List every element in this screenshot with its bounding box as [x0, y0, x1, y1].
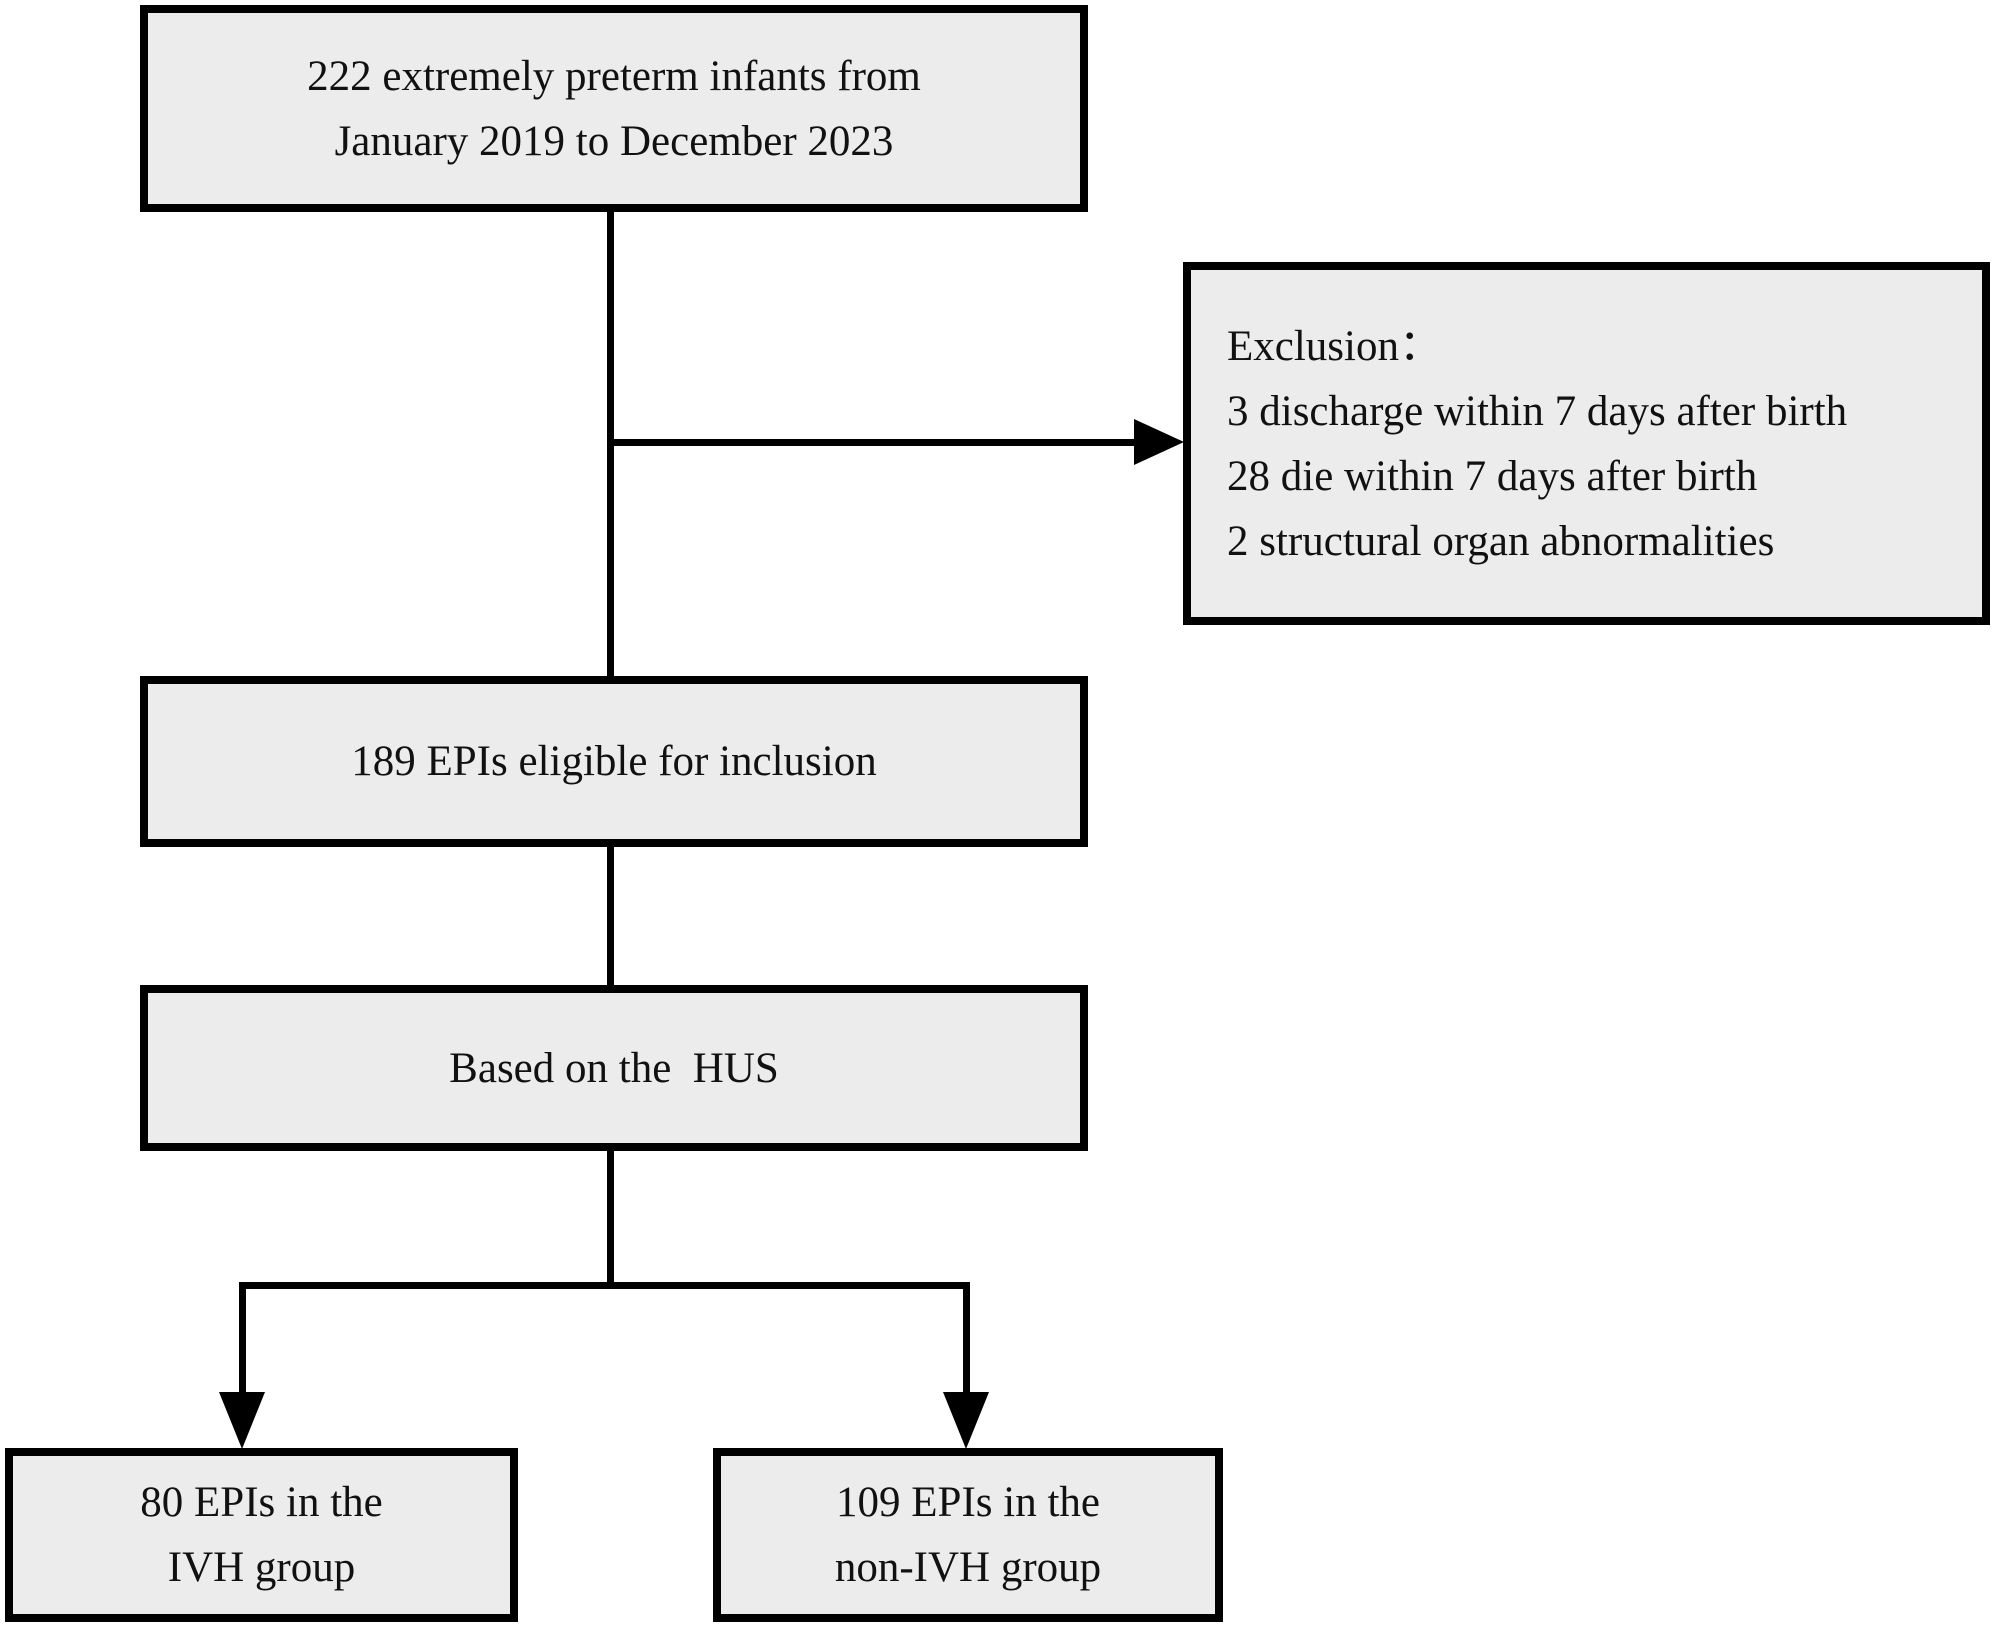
connector-to-exclusion	[610, 439, 1140, 446]
box-text-line: January 2019 to December 2023	[334, 117, 894, 165]
exclusion-item: 3 discharge within 7 days after birth	[1227, 387, 1848, 435]
exclusion-item: 2 structural organ abnormalities	[1227, 517, 1775, 565]
box-exclusion-criteria: Exclusion： 3 discharge within 7 days aft…	[1183, 262, 1990, 625]
exclusion-item: 28 die within 7 days after birth	[1227, 452, 1758, 500]
connector-split-to-non-ivh	[963, 1282, 970, 1400]
arrowhead-down-icon	[943, 1392, 989, 1449]
exclusion-heading: Exclusion：	[1227, 322, 1442, 370]
box-text-line: 222 extremely preterm infants from	[307, 52, 921, 100]
box-non-ivh-group: 109 EPIs in the non-IVH group	[713, 1448, 1223, 1622]
arrowhead-down-icon	[219, 1392, 265, 1449]
box-text-line: Based on the HUS	[449, 1044, 779, 1092]
box-based-on-hus: Based on the HUS	[140, 985, 1088, 1151]
box-text-line: 109 EPIs in the	[836, 1479, 1100, 1526]
box-text-line: 189 EPIs eligible for inclusion	[351, 738, 877, 785]
connector-split-to-ivh	[239, 1282, 246, 1400]
box-ivh-group: 80 EPIs in the IVH group	[5, 1448, 518, 1622]
arrowhead-right-icon	[1134, 419, 1184, 465]
box-text-line: non-IVH group	[834, 1544, 1102, 1591]
connector-split-bar	[239, 1282, 970, 1289]
connector-eligible-to-hus	[607, 843, 614, 988]
box-text-line: IVH group	[167, 1544, 356, 1591]
connector-hus-to-split	[607, 1148, 614, 1288]
box-initial-cohort: 222 extremely preterm infants from Janua…	[140, 5, 1088, 212]
box-text-line: 80 EPIs in the	[140, 1479, 383, 1526]
box-eligible-cohort: 189 EPIs eligible for inclusion	[140, 676, 1088, 847]
